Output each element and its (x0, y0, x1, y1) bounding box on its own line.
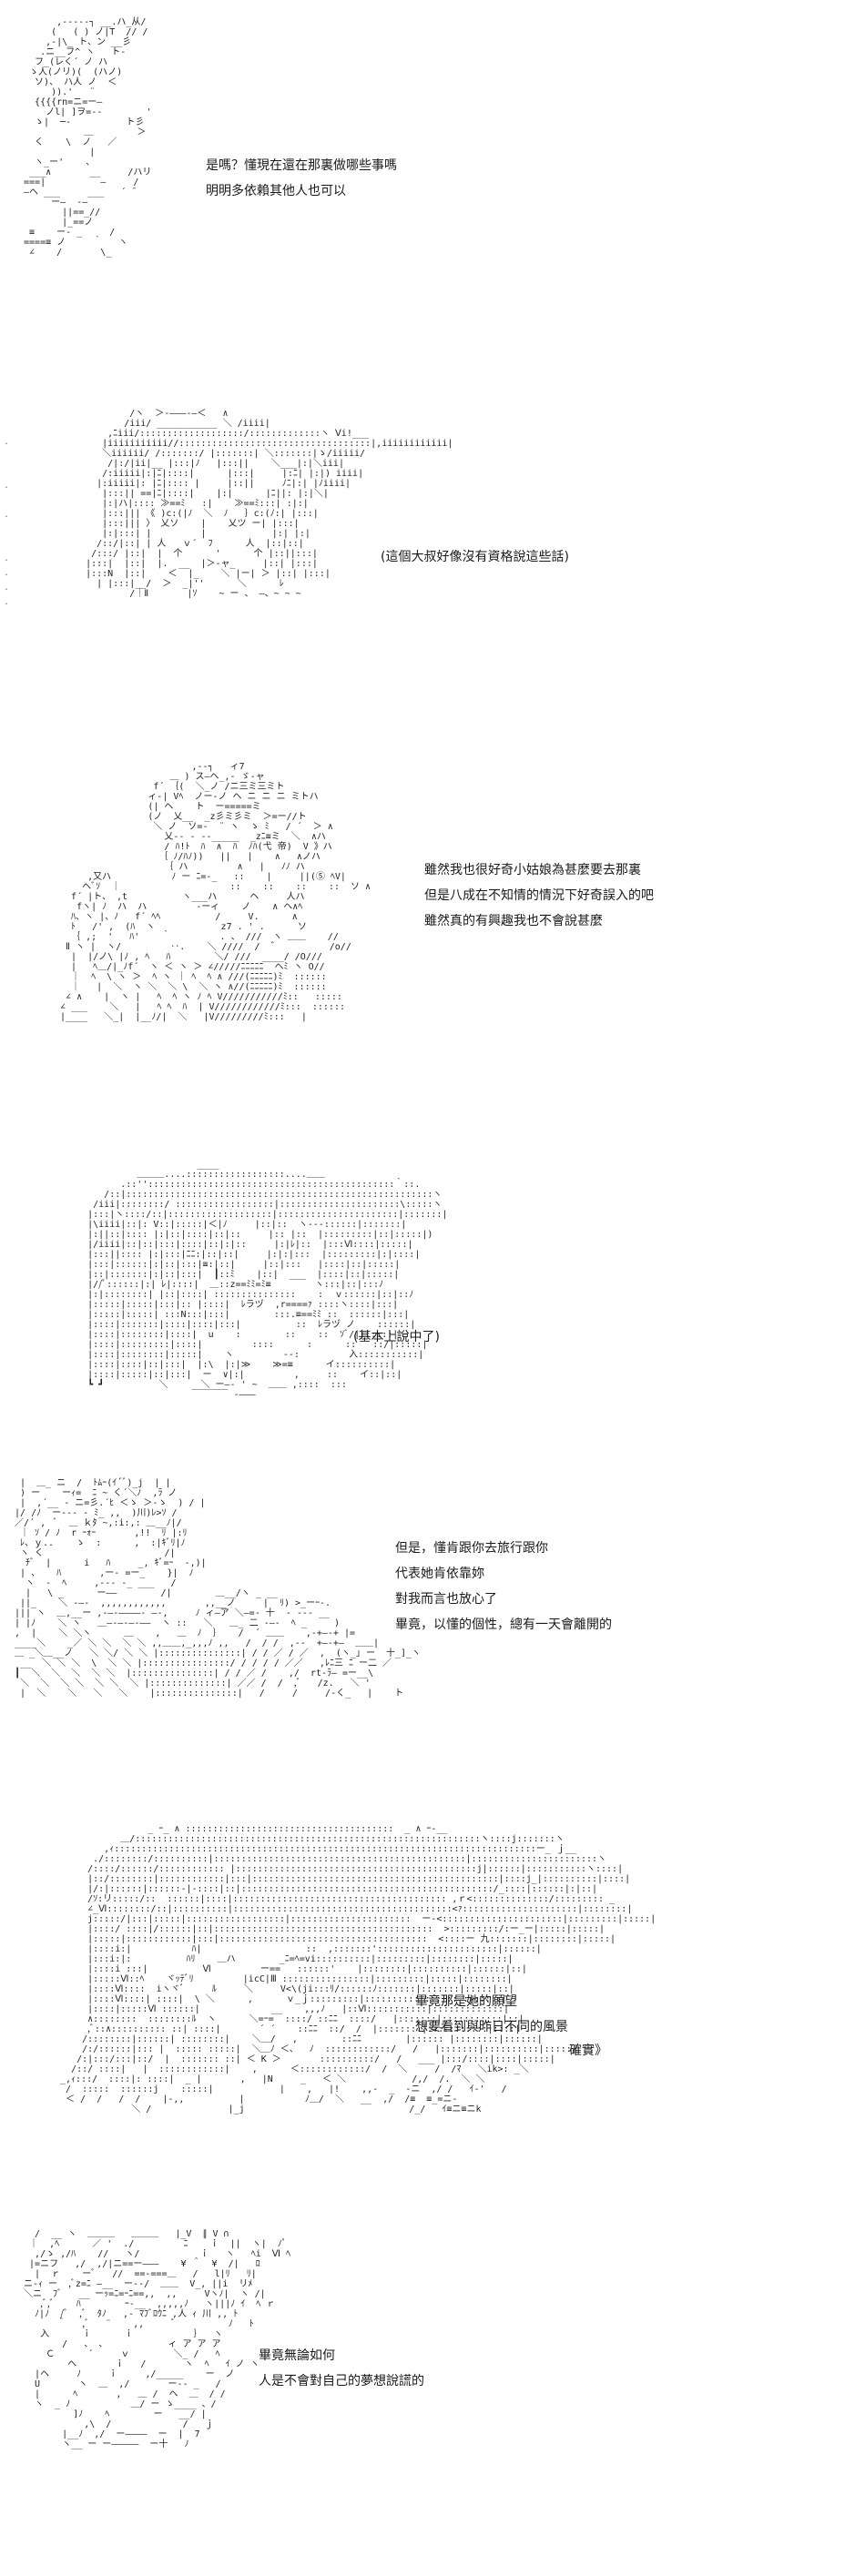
panel-7: / __ ヽ ＿＿＿ ＿＿＿ |_V ∥ V ∩ ｜ ,ﾍ ／ ' ./ ﾆ ｉ… (0, 2212, 865, 2576)
dialog-7: 畢竟無論如何 人是不會對自己的夢想說謊的 (259, 2343, 424, 2394)
ascii-art-character-4: ____ ＿＿＿....::::::::::::::::::....＿＿ .::… (87, 1160, 448, 1400)
dialog-line: 代表她肯依靠妳 (395, 1567, 484, 1581)
panel-5: | ＿_ ニ / ﾄﾑｰ(ｲ´ﾞ)_j | | ) ー ーｨ= ﾆ ~ く´＼ﾉ… (0, 1461, 865, 1789)
dialog-line: 是嗎？懂現在還在那裏做哪些事嗎 (206, 158, 397, 173)
dialog-line: 畢竟那是她的願望 (415, 1994, 517, 2009)
margin-dots: . . . . . . . (4, 437, 10, 607)
ascii-art-character-3: ,-‐┐ ィ7 ＿ ) ス―ヘ_,- ゞ-ャ f´ ｛( ＼_ノ /ニ三ミ三ミト… (60, 762, 371, 1022)
ascii-art-character-1: ,-----┐ __.ハ_从/ ( ( ) ノ|T // / ,-|\_ ト、ン… (24, 17, 152, 258)
panel-6: _ ｰ_ ∧ :::::::::::::::::::::::::::::::::… (0, 1807, 865, 2207)
dialog-line: 人是不會對自己的夢想說謊的 (259, 2374, 424, 2388)
dialog-6-aside: 確實》 (569, 2038, 607, 2064)
dialog-6: 畢竟那是她的願望 想要看到與昨日不同的風景 (415, 1989, 568, 2040)
dialog-line: 但是八成在不知情的情況下好奇誤入的吧 (424, 888, 654, 903)
dialog-line: 雖然我也很好奇小姑娘為甚麼要去那裏 (424, 863, 641, 877)
dialog-3: 雖然我也很好奇小姑娘為甚麼要去那裏 但是八成在不知情的情況下好奇誤入的吧 雖然真… (424, 857, 654, 934)
ascii-art-character-6: _ ｰ_ ∧ :::::::::::::::::::::::::::::::::… (60, 1824, 656, 2115)
panel-4: ____ ＿＿＿....::::::::::::::::::....＿＿ .::… (0, 1142, 865, 1452)
dialog-line: 想要看到與昨日不同的風景 (415, 2020, 568, 2034)
ascii-art-character-5: | ＿_ ニ / ﾄﾑｰ(ｲ´ﾞ)_j | | ) ー ーｨ= ﾆ ~ く´＼ﾉ… (15, 1478, 422, 1699)
ascii-art-character-2: /ヽ ＞‐―――‐―＜ ∧ /iii/ ___________ ＼ /iiii|… (86, 409, 453, 599)
dialog-4: (基本上說中了) (353, 1324, 440, 1350)
dialog-5: 但是，懂肯跟你去旅行跟你 代表她肯依靠妳 對我而言也放心了 畢竟，以懂的個性，總… (395, 1536, 612, 1638)
dialog-line: (基本上說中了) (353, 1330, 440, 1344)
dialog-line: 對我而言也放心了 (395, 1592, 497, 1607)
dialog-line: 明明多依賴其他人也可以 (206, 184, 346, 198)
dialog-line: 雖然真的有興趣我也不會說甚麼 (424, 914, 603, 928)
panel-1: ,-----┐ __.ハ_从/ ( ( ) ノ|T // / ,-|\_ ト、ン… (0, 0, 865, 382)
panel-2: . . . . . . . /ヽ ＞‐―――‐―＜ ∧ /iii/ ______… (0, 391, 865, 728)
ascii-art-character-7: / __ ヽ ＿＿＿ ＿＿＿ |_V ∥ V ∩ ｜ ,ﾍ ／ ' ./ ﾆ ｉ… (24, 2229, 291, 2449)
dialog-aside: 確實》 (569, 2044, 607, 2058)
dialog-2: (這個大叔好像沒有資格說這些話) (381, 544, 569, 570)
dialog-line: (這個大叔好像沒有資格說這些話) (381, 550, 569, 564)
dialog-line: 畢竟，以懂的個性，總有一天會離開的 (395, 1618, 612, 1632)
dialog-line: 但是，懂肯跟你去旅行跟你 (395, 1541, 548, 1556)
dialog-line: 畢竟無論如何 (259, 2348, 335, 2363)
panel-3: ,-‐┐ ィ7 ＿ ) ス―ヘ_,- ゞ-ャ f´ ｛( ＼_ノ /ニ三ミ三ミト… (0, 745, 865, 1127)
dialog-1: 是嗎？懂現在還在那裏做哪些事嗎 明明多依賴其他人也可以 (206, 153, 397, 204)
